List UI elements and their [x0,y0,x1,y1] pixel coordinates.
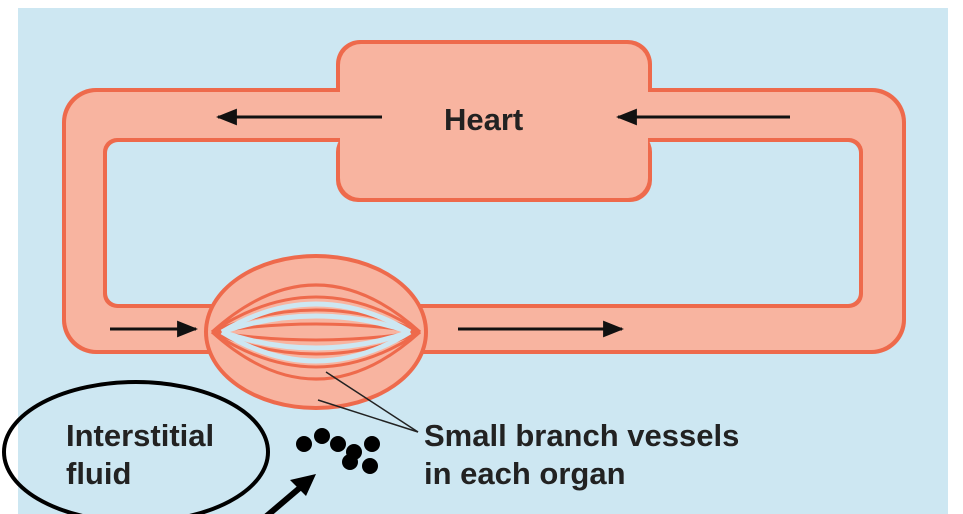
heart-label: Heart [444,102,523,137]
interstitial-label-line2: fluid [66,456,131,491]
capillary-bed [204,254,428,410]
branch-vessels-label-line2: in each organ [424,456,626,491]
branch-vessels-label-line1: Small branch vessels [424,418,739,453]
interstitial-label-line1: Interstitial [66,418,214,453]
